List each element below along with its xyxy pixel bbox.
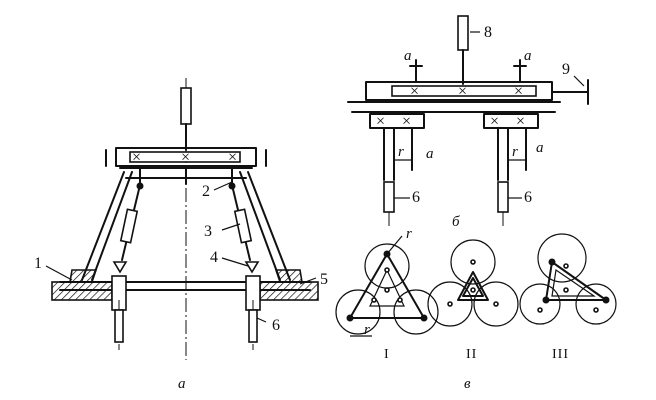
- label-part-6: 6: [272, 317, 280, 334]
- label-r-right: r: [512, 144, 518, 160]
- label-part-2: 2: [202, 183, 210, 200]
- label-part-6-left: 6: [412, 189, 420, 206]
- svg-text:×: ×: [228, 149, 237, 166]
- label-r-scheme-bottom: r: [364, 322, 370, 338]
- label-part-6-right: 6: [524, 189, 532, 206]
- scheme-3-drawing: [519, 233, 617, 325]
- view-a-frame-drawing: × × ×: [45, 78, 319, 360]
- label-part-5: 5: [320, 271, 328, 288]
- label-a-top-right: a: [524, 48, 532, 64]
- svg-text:×: ×: [132, 149, 141, 166]
- label-a-mid-right: a: [536, 140, 544, 156]
- svg-text:×: ×: [181, 149, 190, 166]
- svg-text:×: ×: [458, 83, 467, 100]
- svg-text:×: ×: [514, 83, 523, 100]
- label-part-9: 9: [562, 61, 570, 78]
- svg-text:×: ×: [516, 113, 525, 130]
- label-part-1: 1: [34, 255, 42, 272]
- label-a-top-left: a: [404, 48, 412, 64]
- scheme-1-drawing: [335, 235, 439, 337]
- label-r-left: r: [398, 144, 404, 160]
- svg-text:×: ×: [490, 113, 499, 130]
- svg-text:×: ×: [402, 113, 411, 130]
- label-scheme-2: II: [466, 347, 477, 362]
- caption-view-a: a: [178, 376, 186, 392]
- label-part-8: 8: [484, 24, 492, 41]
- label-scheme-3: III: [552, 347, 569, 362]
- svg-text:×: ×: [410, 83, 419, 100]
- caption-view-b: б: [452, 214, 460, 230]
- label-part-3: 3: [204, 223, 212, 240]
- view-b-gear-train-drawing: × × × × × × ×: [347, 15, 589, 228]
- label-r-scheme-top: r: [406, 226, 412, 242]
- caption-view-c: в: [464, 376, 471, 392]
- label-a-mid-left: a: [426, 146, 434, 162]
- label-part-4: 4: [210, 249, 218, 266]
- svg-text:×: ×: [376, 113, 385, 130]
- scheme-2-drawing: [427, 239, 519, 327]
- label-scheme-1: I: [384, 347, 390, 362]
